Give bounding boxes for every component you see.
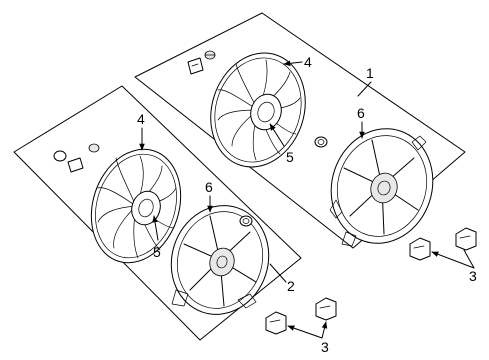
callout-6-lower: 6 (205, 179, 213, 195)
callout-4-lower: 4 (137, 111, 145, 127)
leader-3-bottom-a (287, 325, 323, 339)
callout-4-upper: 4 (304, 54, 312, 70)
callout-5-upper: 5 (286, 149, 294, 165)
leader-5-lower (152, 215, 159, 241)
fan-upper (210, 52, 306, 168)
bracket-bottom-a (265, 311, 287, 335)
callout-3-right: 3 (469, 268, 477, 284)
leader-3-right (463, 249, 475, 269)
leader-1 (357, 81, 372, 97)
motor-lower (170, 205, 270, 315)
callout-3-bottom: 3 (321, 339, 329, 355)
connector-upper (187, 50, 216, 75)
callout-2: 2 (287, 278, 295, 294)
callout-1: 1 (366, 65, 374, 81)
leader-4-upper (283, 60, 303, 67)
bracket-right-b (455, 227, 477, 251)
grommet-lower (239, 215, 253, 227)
bracket-right-a (409, 237, 431, 261)
callout-6-upper: 6 (357, 105, 365, 121)
upper-assembly-outline (134, 12, 466, 249)
leader-5-upper (269, 123, 285, 147)
grommet-upper (314, 136, 328, 148)
connector-lower (53, 143, 100, 173)
leader-3-bottom-b (321, 321, 328, 339)
leader-3-right-a (431, 251, 475, 269)
bracket-bottom-b (315, 297, 337, 321)
leader-2 (269, 263, 287, 283)
motor-upper (329, 128, 434, 247)
callout-5-lower: 5 (153, 244, 161, 260)
lower-assembly-outline (13, 85, 302, 341)
